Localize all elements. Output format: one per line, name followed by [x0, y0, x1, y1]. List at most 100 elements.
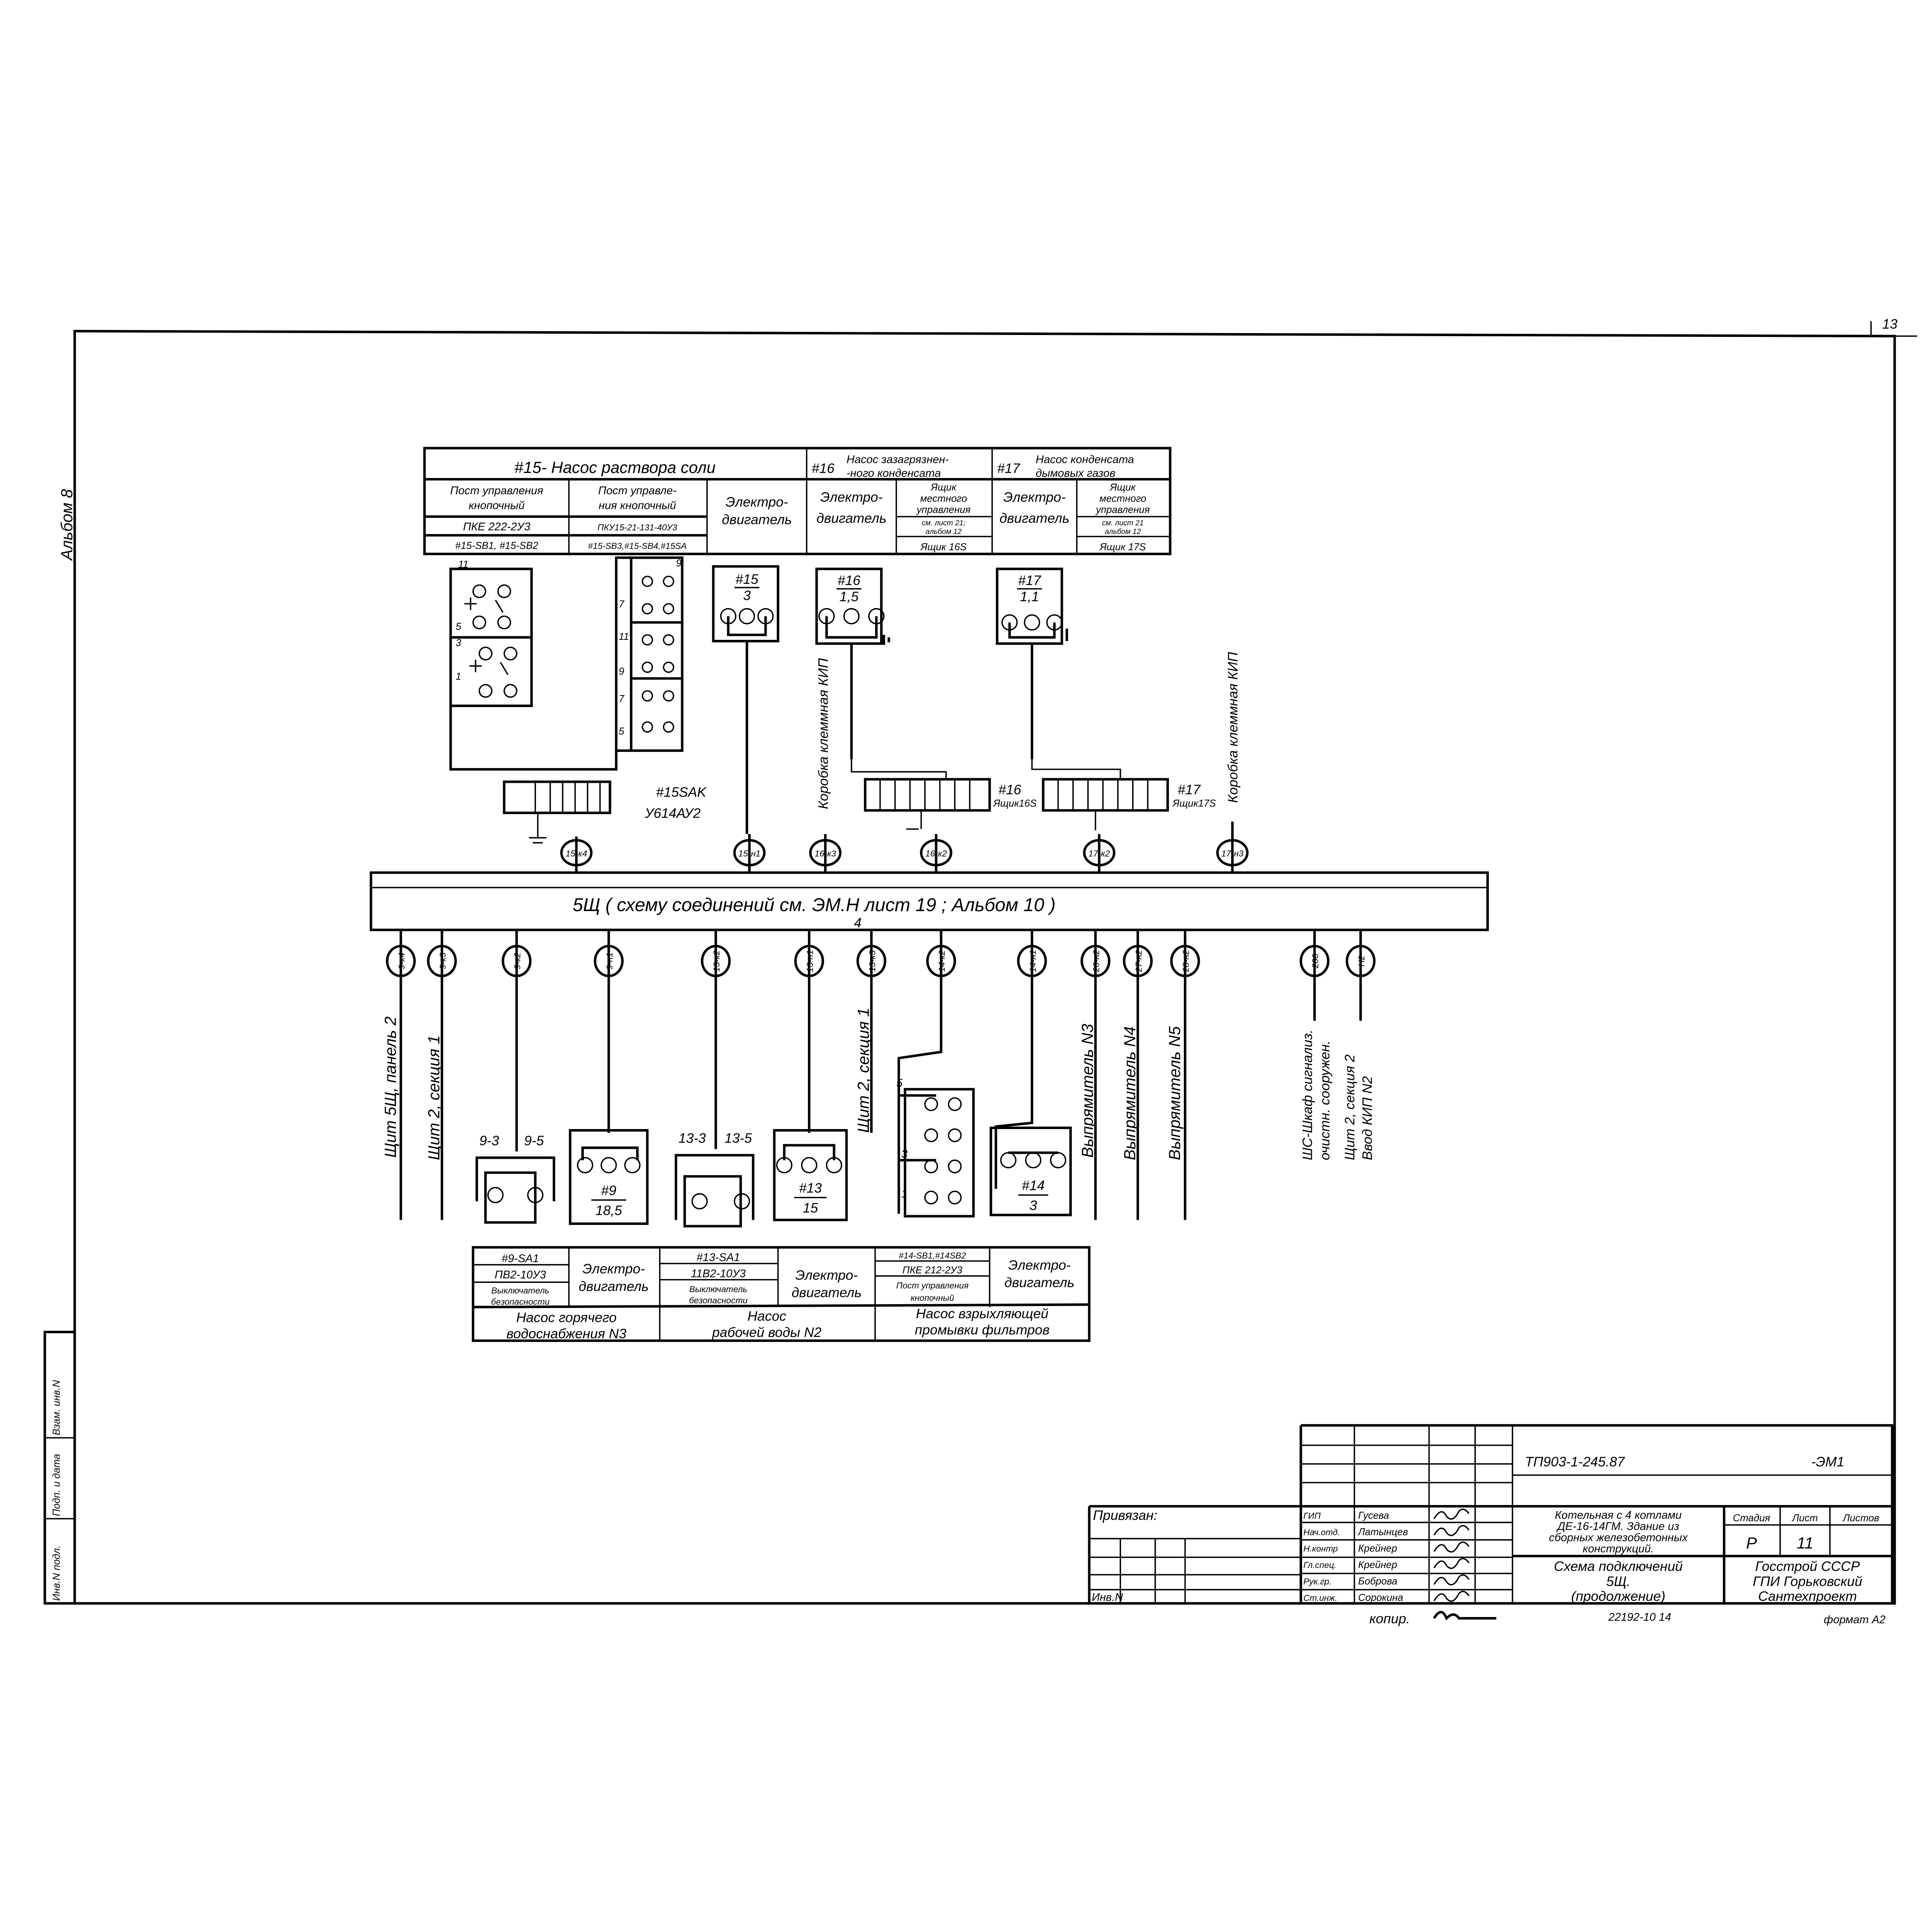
connection-point	[809, 839, 842, 867]
terminal-16-id: #16	[998, 782, 1021, 797]
bt-9-desc2: безопасности	[491, 1297, 550, 1306]
wire-9-5: 9-5	[524, 1133, 544, 1148]
terminal-17-id: #17	[1178, 782, 1201, 797]
cell-motor16-line2: двигатель	[816, 510, 886, 526]
terminal-block-17: #17 Ящик17S	[1031, 759, 1216, 830]
connection-point	[733, 839, 766, 867]
album-label: Альбом 8	[58, 489, 76, 561]
bus-label: 5Щ ( схему соединений см. ЭМ.Н лист 19 ;…	[573, 895, 1056, 915]
cell-post2-line2: ния кнопочный	[599, 500, 676, 512]
connection-point-label: 27-н2	[1134, 950, 1143, 973]
label-rectifier-4: Выпрямитель N4	[1121, 1026, 1139, 1160]
term-label: 1	[456, 671, 461, 682]
bt-14-desc1: Пост управления	[896, 1281, 968, 1290]
box16-line2: местного	[920, 493, 967, 504]
role-label: Гл.спец.	[1303, 1560, 1337, 1570]
bt-13-type: 11В2-10У3	[691, 1267, 746, 1280]
signature-mark	[1433, 1590, 1470, 1602]
bt-pump14-2: промывки фильтров	[915, 1322, 1049, 1338]
wire-13-3: 13-3	[679, 1130, 706, 1146]
bus-5shch: 5Щ ( схему соединений см. ЭМ.Н лист 19 ;…	[369, 871, 1489, 931]
bottom-table: #9-SA1 ПВ2-10У3 Выключатель безопасности…	[472, 1246, 1091, 1342]
motor-15-power: 3	[743, 588, 751, 603]
cell-post1-line1: Пост управления	[450, 485, 543, 497]
role-label: Нач.отд.	[1303, 1527, 1340, 1537]
person-name: Сорокина	[1358, 1592, 1403, 1603]
connection-point-label: 14-к2	[937, 950, 947, 972]
connection-point	[794, 945, 824, 977]
box16-id: Ящик 16S	[920, 542, 967, 553]
motor-16: #16 1,5	[815, 568, 890, 760]
stage-value: Р	[1746, 1534, 1757, 1552]
sheet-frame	[73, 321, 1917, 1605]
connection-point-label: 28-н2	[1181, 950, 1191, 973]
stamp-replace-label: Взам. инв.N	[51, 1380, 62, 1435]
connection-point-label: 9-н1	[605, 952, 614, 970]
motor-9-id: #9	[601, 1183, 616, 1198]
term-label: 3	[901, 1148, 907, 1160]
role-label: Н.контр	[1303, 1544, 1338, 1553]
box17-id: Ящик 17S	[1099, 542, 1146, 553]
sheet-number: 13	[1882, 316, 1898, 332]
terminal-block-16: #16 Ящик16S	[850, 759, 1037, 830]
bt-9-type: ПВ2-10У3	[495, 1269, 546, 1281]
connection-point	[502, 945, 532, 977]
connection-point	[594, 945, 624, 977]
bt-motor9-1: Электро-	[582, 1261, 645, 1277]
drawing-sheet-code: -ЭМ1	[1811, 1454, 1845, 1469]
object-line1: Котельная с 4 котлами	[1555, 1509, 1682, 1521]
motor-9: #9 18,5	[569, 990, 649, 1225]
role-label: Ст.инж.	[1303, 1593, 1337, 1603]
bt-14-id: #14-SB1,#14SB2	[899, 1251, 966, 1260]
cell-motor17-line2: двигатель	[1000, 510, 1070, 526]
term-label: 9	[619, 666, 624, 677]
box17-ref1: см. лист 21	[1102, 519, 1144, 527]
connection-point	[856, 945, 886, 977]
connection-point	[1216, 839, 1249, 867]
motor-13-power: 15	[803, 1200, 818, 1216]
cell-post1-type: ПКЕ 222-2У3	[463, 520, 530, 533]
box16-ref1: см. лист 21;	[922, 519, 965, 527]
kip-box-label-1: Коробка клеммная КИП	[815, 658, 831, 809]
bt-pump9-1: Насос горячего	[516, 1310, 617, 1325]
term-label: 1	[901, 1188, 907, 1200]
motor-17-id: #17	[1018, 573, 1041, 588]
left-stamp: Инв.N подл. Подп. и дата Взам. инв.N	[43, 1330, 76, 1605]
object-line2: ДЕ-16-14ГМ. Здание из	[1556, 1520, 1679, 1532]
box16-ref2: альбом 12	[925, 528, 962, 536]
group17-title-line2: дымовых газов	[1036, 467, 1115, 480]
motor-16-id: #16	[838, 573, 861, 588]
term-label: 3	[456, 638, 461, 648]
drawing-title-3: (продолжение)	[1571, 1588, 1665, 1604]
connection-point	[1017, 945, 1047, 977]
role-label: Рук.гр.	[1303, 1577, 1332, 1587]
sheet-header: Лист	[1791, 1513, 1818, 1524]
signature-mark	[1433, 1525, 1470, 1536]
connection-point	[1080, 945, 1111, 977]
person-name: Крейнер	[1358, 1543, 1397, 1554]
box17-line2: местного	[1099, 493, 1146, 504]
org-line2: ГПИ Горьковский	[1753, 1573, 1862, 1589]
person-name: Гусева	[1358, 1510, 1389, 1521]
terminal-block-15: #15SAK У614АУ2	[503, 780, 707, 844]
post-station-15a: 11 5 3 1	[449, 559, 617, 771]
bt-motor14-2: двигатель	[1004, 1275, 1074, 1290]
label-shield-5shch: Щит 5Щ, панель 2	[381, 1017, 399, 1158]
connection-point-label: 16-к3	[815, 849, 836, 858]
box17-ref2: альбом 12	[1105, 528, 1141, 536]
connection-point-label: 15-н1	[738, 849, 761, 858]
object-line4: конструкций.	[1583, 1543, 1654, 1555]
connection-point	[1170, 945, 1200, 977]
motor-16-power: 1,5	[840, 589, 859, 604]
bt-13-id: #13-SA1	[696, 1252, 740, 1264]
cell-box16: Ящик местного управления см. лист 21; ал…	[916, 482, 971, 553]
cell-motor15-line2: двигатель	[722, 512, 792, 527]
connection-point-label: 14-н1	[1028, 950, 1037, 972]
connection-point	[920, 839, 952, 867]
label-kip-input-2: Ввод КИП N2	[1359, 1076, 1375, 1160]
label-alarm-cabinet-1: ШС-Шкаф сигнализ.	[1300, 1029, 1315, 1160]
stamp-sign-label: Подп. и дата	[51, 1454, 62, 1516]
connection-point	[1299, 945, 1330, 977]
